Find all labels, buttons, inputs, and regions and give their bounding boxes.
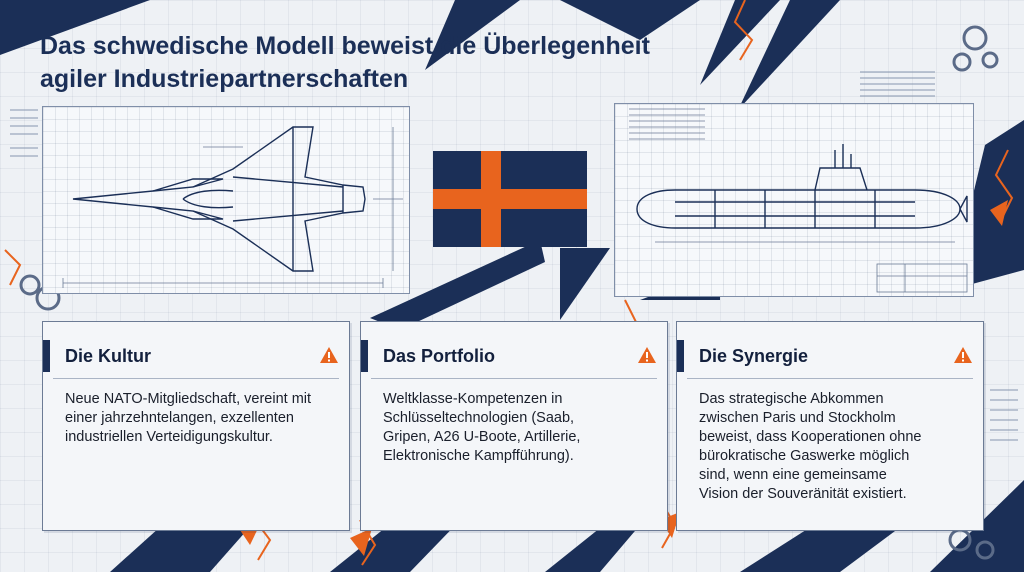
card-body: Das strategische Abkommen zwischen Paris… xyxy=(699,391,922,502)
jet-blueprint-panel xyxy=(42,106,410,294)
card-synergy: Die Synergie Das strategische Abkommen z… xyxy=(676,321,984,531)
card-accent-bar xyxy=(43,340,50,372)
warning-icon xyxy=(954,347,972,363)
card-divider xyxy=(53,378,339,379)
card-culture: Die Kultur Neue NATO-Mitgliedschaft, ver… xyxy=(42,321,350,531)
card-title: Die Synergie xyxy=(699,346,809,366)
card-accent-bar xyxy=(361,340,368,372)
warning-icon xyxy=(320,347,338,363)
card-divider xyxy=(687,378,973,379)
title-line-2: agiler Industriepartnerschaften xyxy=(40,65,409,93)
swedish-flag-icon xyxy=(433,151,587,247)
card-body: Weltklasse-Kompetenzen in Schlüsseltechn… xyxy=(383,391,581,464)
card-portfolio: Das Portfolio Weltklasse-Kompetenzen in … xyxy=(360,321,668,531)
page-title: Das schwedische Modell beweist die Überl… xyxy=(40,30,740,96)
submarine-blueprint-icon xyxy=(629,108,968,293)
warning-icon xyxy=(638,347,656,363)
title-line-1: Das schwedische Modell beweist die Überl… xyxy=(40,32,650,60)
card-body: Neue NATO-Mitgliedschaft, vereint mit ei… xyxy=(65,391,312,445)
card-title: Das Portfolio xyxy=(383,346,496,366)
card-accent-bar xyxy=(677,340,684,372)
card-title: Die Kultur xyxy=(65,346,152,366)
card-divider xyxy=(371,378,657,379)
fighter-jet-blueprint-icon xyxy=(62,126,403,288)
submarine-blueprint-panel xyxy=(614,103,974,297)
